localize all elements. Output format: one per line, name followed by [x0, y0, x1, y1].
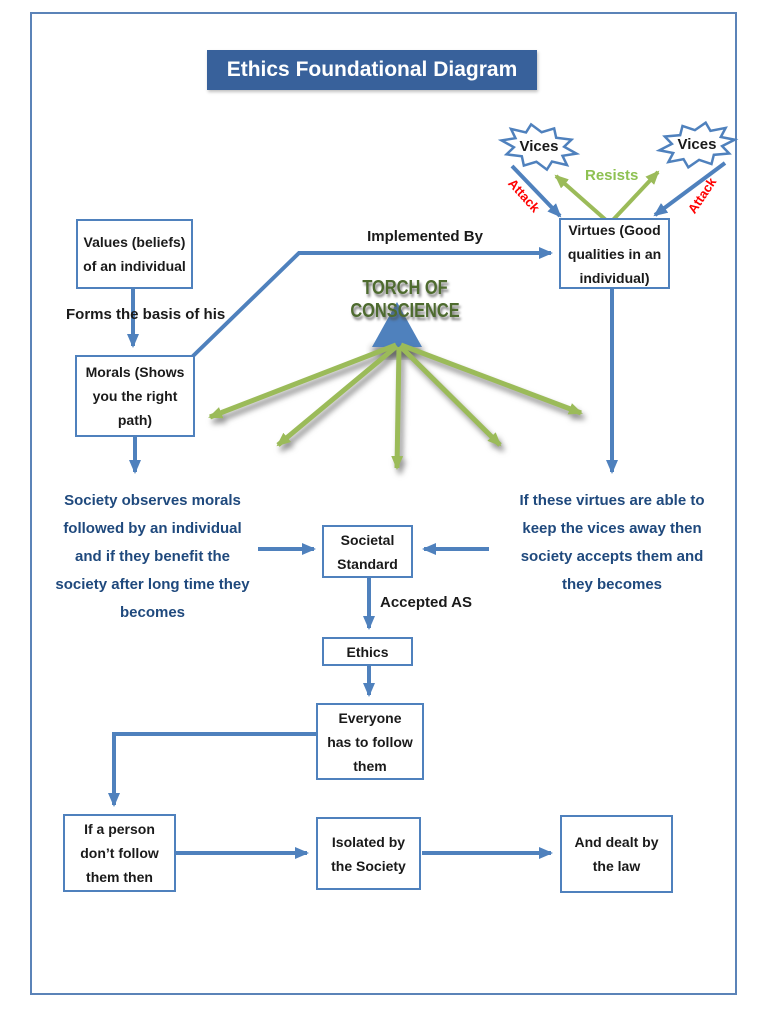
if-person-box: If a person don’t follow them then — [63, 814, 176, 892]
torch-of-conscience-label: TORCH OF CONSCIENCE — [350, 277, 460, 322]
vices-left-label: Vices — [519, 138, 559, 155]
virtues-box: Virtues (Good qualities in an individual… — [559, 218, 670, 289]
vices-right-label: Vices — [677, 136, 717, 153]
societal-standard-box: Societal Standard — [322, 525, 413, 578]
society-observes-paragraph: Society observes morals followed by an i… — [55, 492, 250, 621]
implemented-by-label: Implemented By — [367, 228, 483, 245]
forms-basis-label: Forms the basis of his — [66, 306, 226, 323]
page-title: Ethics Foundational Diagram — [207, 50, 537, 90]
values-box: Values (beliefs) of an individual — [76, 219, 193, 289]
isolated-box: Isolated by the Society — [316, 817, 421, 890]
dealt-by-law-box: And dealt by the law — [560, 815, 673, 893]
resists-label: Resists — [585, 167, 639, 184]
everyone-box: Everyone has to follow them — [316, 703, 424, 780]
accepted-as-label: Accepted AS — [380, 594, 472, 611]
virtues-accepted-paragraph: If these virtues are able to keep the vi… — [519, 492, 705, 593]
morals-box: Morals (Shows you the right path) — [75, 355, 195, 437]
ethics-box: Ethics — [322, 637, 413, 666]
